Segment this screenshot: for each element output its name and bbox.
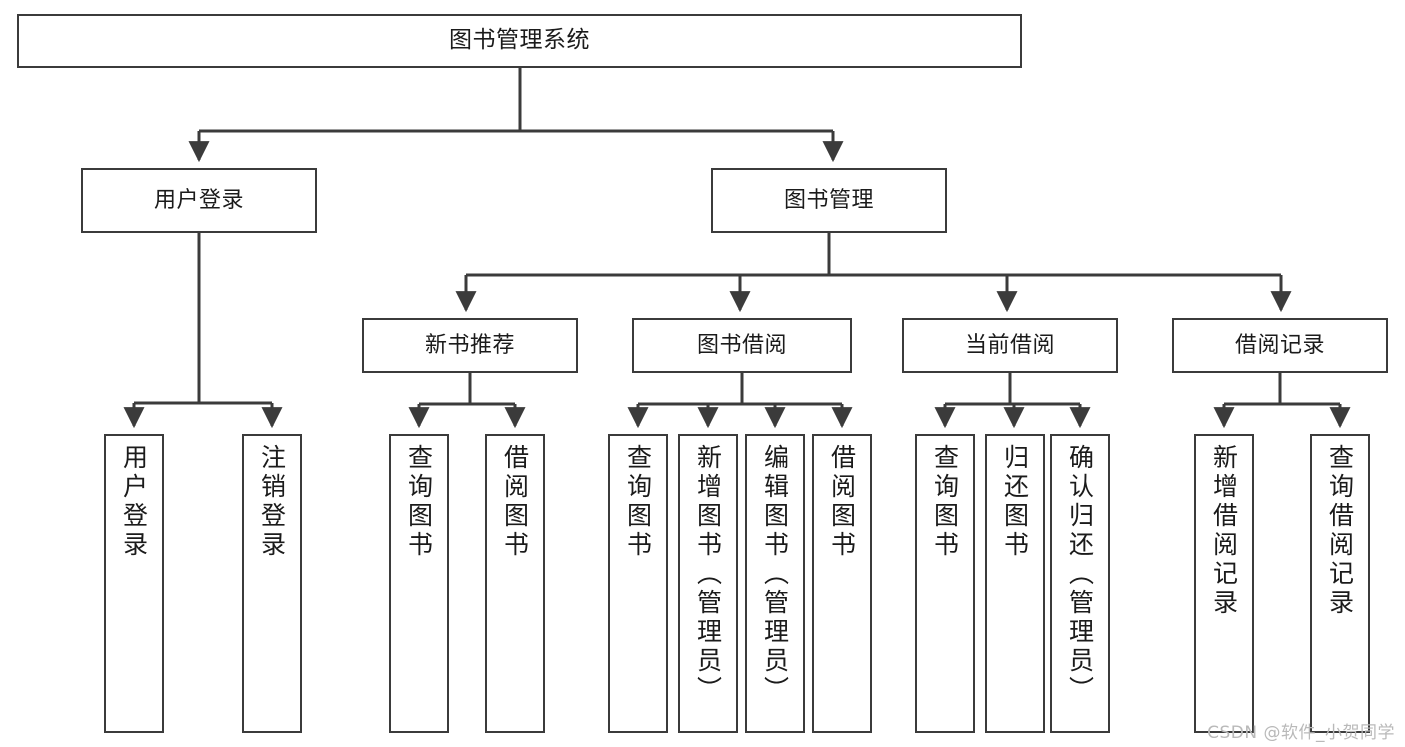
node-leaf-query-book-1[interactable]: 查询图书 [389, 434, 449, 733]
edge-group-book-manage [455, 233, 1292, 313]
node-leaf-borrow-book-2[interactable]: 借阅图书 [812, 434, 872, 733]
edge-group-root [188, 68, 844, 163]
node-leaf-add-book-label: 新增图书（管理员） [693, 444, 723, 705]
node-book-manage[interactable]: 图书管理 [711, 168, 947, 233]
node-user-login-label: 用户登录 [153, 187, 244, 213]
node-leaf-query-book-2[interactable]: 查询图书 [608, 434, 668, 733]
node-leaf-borrow-book-2-label: 借阅图书 [827, 444, 857, 560]
node-book-borrow[interactable]: 图书借阅 [632, 318, 852, 373]
node-book-manage-label: 图书管理 [783, 187, 874, 213]
node-root-label: 图书管理系统 [449, 27, 590, 54]
node-leaf-query-book-3-label: 查询图书 [930, 444, 960, 560]
node-leaf-add-book[interactable]: 新增图书（管理员） [678, 434, 738, 733]
node-leaf-borrow-book-1-label: 借阅图书 [500, 444, 530, 560]
watermark: CSDN @软件_小贺同学 [1207, 723, 1395, 743]
node-leaf-query-record-label: 查询借阅记录 [1325, 444, 1355, 618]
edge-group-book-borrow [627, 373, 853, 429]
edge-group-user-login [123, 233, 283, 429]
node-current-borrow-label: 当前借阅 [964, 332, 1055, 358]
node-leaf-return-book-label: 归还图书 [1000, 444, 1030, 560]
node-root[interactable]: 图书管理系统 [17, 14, 1022, 68]
node-leaf-logout-label: 注销登录 [257, 444, 287, 560]
node-leaf-edit-book-label: 编辑图书（管理员） [760, 444, 790, 705]
node-leaf-query-book-1-label: 查询图书 [404, 444, 434, 560]
node-leaf-add-record-label: 新增借阅记录 [1209, 444, 1239, 618]
node-leaf-confirm-return[interactable]: 确认归还（管理员） [1050, 434, 1110, 733]
node-user-login[interactable]: 用户登录 [81, 168, 317, 233]
node-leaf-user-login[interactable]: 用户登录 [104, 434, 164, 733]
node-new-book-recommend[interactable]: 新书推荐 [362, 318, 578, 373]
node-leaf-edit-book[interactable]: 编辑图书（管理员） [745, 434, 805, 733]
edge-group-new-book [408, 373, 526, 429]
node-leaf-logout[interactable]: 注销登录 [242, 434, 302, 733]
node-book-borrow-label: 图书借阅 [696, 332, 787, 358]
node-leaf-query-book-2-label: 查询图书 [623, 444, 653, 560]
node-new-book-recommend-label: 新书推荐 [424, 332, 515, 358]
node-leaf-confirm-return-label: 确认归还（管理员） [1065, 444, 1095, 705]
node-borrow-record[interactable]: 借阅记录 [1172, 318, 1388, 373]
node-current-borrow[interactable]: 当前借阅 [902, 318, 1118, 373]
node-leaf-add-record[interactable]: 新增借阅记录 [1194, 434, 1254, 733]
node-borrow-record-label: 借阅记录 [1234, 332, 1325, 358]
node-leaf-return-book[interactable]: 归还图书 [985, 434, 1045, 733]
node-leaf-borrow-book-1[interactable]: 借阅图书 [485, 434, 545, 733]
edge-group-borrow-record [1213, 373, 1351, 429]
node-leaf-user-login-label: 用户登录 [119, 444, 149, 560]
node-leaf-query-book-3[interactable]: 查询图书 [915, 434, 975, 733]
edge-group-current-borrow [934, 373, 1091, 429]
node-leaf-query-record[interactable]: 查询借阅记录 [1310, 434, 1370, 733]
